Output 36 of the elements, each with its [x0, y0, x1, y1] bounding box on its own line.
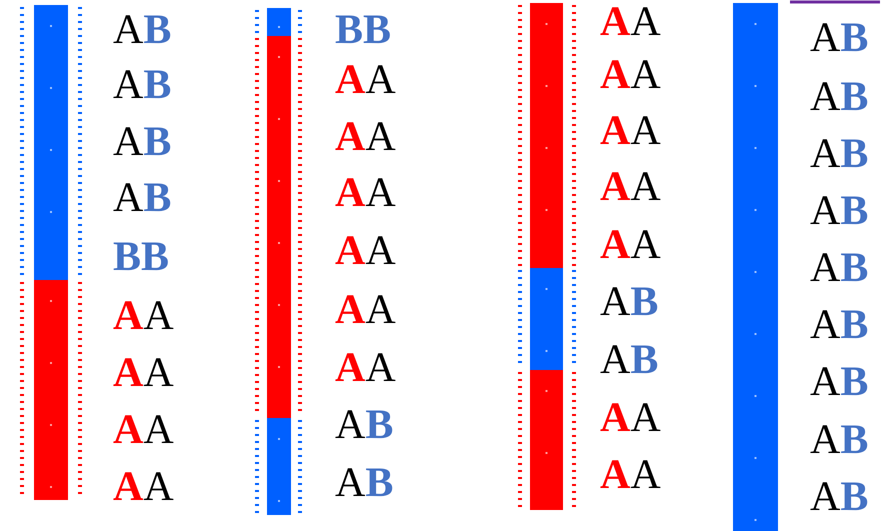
genotype-label: AA: [335, 172, 396, 214]
genotype-label: AA: [600, 110, 661, 152]
genotype-label: AA: [600, 454, 661, 496]
genotype-label: AB: [810, 76, 868, 118]
genotype-label: AB: [600, 281, 658, 323]
genotype-label: AA: [335, 59, 396, 101]
genotype-label: AB: [113, 177, 172, 219]
genotype-label: AB: [810, 361, 868, 403]
genotype-label: AA: [113, 295, 174, 337]
genotype-label: AA: [335, 116, 396, 158]
genotype-label: AB: [810, 133, 868, 175]
genotype-label: AA: [335, 289, 396, 331]
genotype-label: AB: [810, 419, 868, 461]
genotype-label: AA: [600, 1, 661, 43]
genotype-label: AA: [600, 397, 661, 439]
genotype-label: BB: [113, 236, 170, 278]
genotype-label: AB: [600, 339, 658, 381]
genotype-label: AB: [810, 190, 868, 232]
genotype-label: AA: [335, 347, 396, 389]
genotype-label: AA: [335, 230, 396, 272]
genotype-label: AA: [113, 409, 174, 451]
genotype-label: AB: [335, 462, 394, 504]
genotype-label: AA: [600, 224, 661, 266]
genotype-label: AB: [113, 64, 172, 106]
genotype-label: AB: [810, 304, 868, 346]
genotype-label: AB: [810, 247, 868, 289]
genotype-label: AA: [600, 54, 661, 96]
genotype-label: AB: [113, 121, 172, 163]
genotype-label: AB: [810, 476, 868, 518]
genotype-label: AA: [600, 166, 661, 208]
genotype-label: AA: [113, 352, 174, 394]
genotype-label: AB: [335, 404, 394, 446]
genotype-label: AB: [810, 17, 868, 59]
genotype-label: AB: [113, 9, 172, 51]
genotype-label: BB: [335, 9, 392, 51]
genotype-label: AA: [113, 466, 174, 508]
